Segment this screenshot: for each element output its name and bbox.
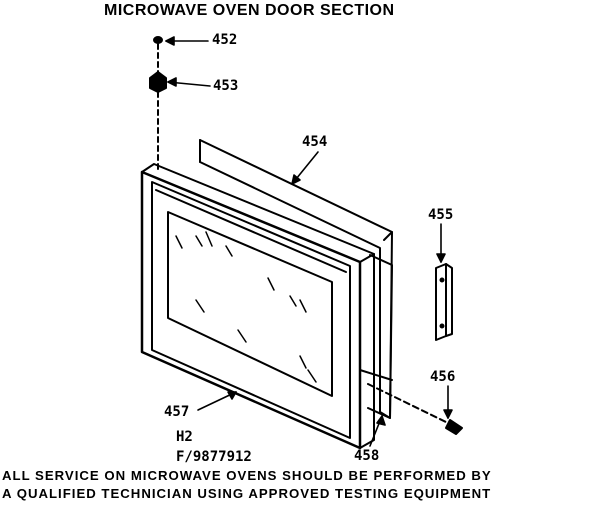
latch-455: [435, 263, 453, 341]
service-notice-line2: A QUALIFIED TECHNICIAN USING APPROVED TE…: [2, 486, 492, 501]
back-panel-454: [199, 139, 393, 419]
part-label-452: 452: [212, 32, 238, 48]
glass-glare: [175, 231, 317, 383]
screw-452-icon: [153, 36, 163, 44]
leader-lines: [165, 36, 453, 447]
model-code-line1: H2: [176, 429, 193, 445]
service-notice-line1: ALL SERVICE ON MICROWAVE OVENS SHOULD BE…: [2, 468, 492, 483]
screw-456-icon: [445, 419, 463, 435]
door-frame-457: [140, 163, 375, 450]
model-code-line2: F/9877912: [176, 449, 252, 465]
part-label-456: 456: [430, 369, 456, 385]
part-label-457: 457: [164, 404, 190, 420]
part-label-453: 453: [213, 78, 239, 94]
gasket-458: [359, 254, 393, 419]
diagram-title: MICROWAVE OVEN DOOR SECTION: [104, 2, 395, 19]
assembly-line-bottom: [367, 383, 451, 425]
part-label-454: 454: [302, 134, 328, 150]
part-label-455: 455: [428, 207, 454, 223]
bracket-453-icon: [149, 71, 167, 93]
part-label-458: 458: [354, 448, 380, 464]
